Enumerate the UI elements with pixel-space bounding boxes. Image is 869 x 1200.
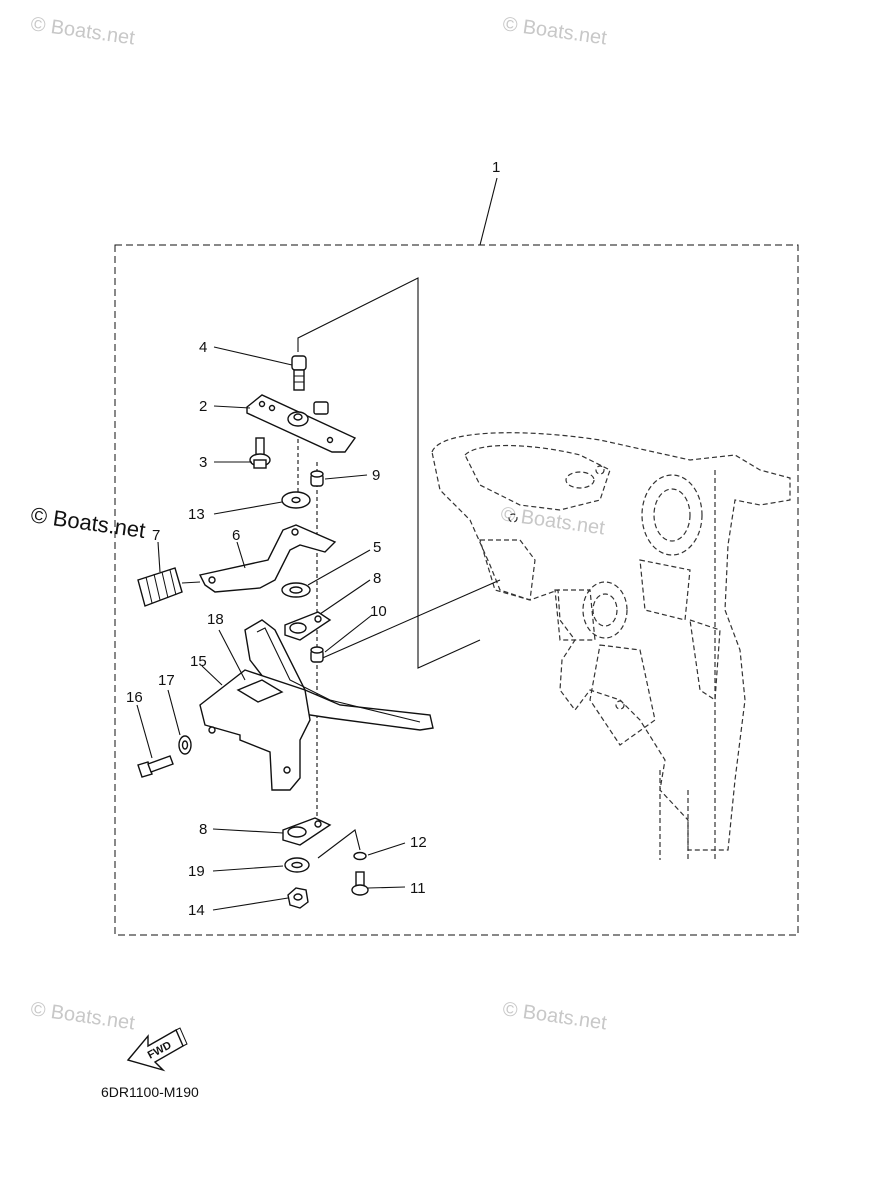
callout-11: 11	[410, 880, 426, 897]
callout-2: 2	[199, 398, 207, 415]
callout-3: 3	[199, 454, 207, 471]
callout-9: 9	[372, 467, 380, 484]
callout-8-lower: 8	[199, 821, 207, 838]
watermark-side: © Boats.net	[29, 502, 147, 543]
swivel-bracket-outline	[431, 432, 791, 860]
part-2-plate	[246, 394, 357, 453]
watermark-top-right: © Boats.net	[501, 13, 608, 49]
callout-5: 5	[373, 539, 381, 556]
watermark-top-left: © Boats.net	[29, 13, 136, 49]
fwd-arrow: FWD	[126, 1027, 188, 1072]
callout-1: 1	[492, 159, 500, 176]
callout-4: 4	[199, 339, 207, 356]
callout-17: 17	[158, 672, 175, 689]
part-4-bolt	[291, 355, 307, 391]
part-11-screw	[351, 871, 369, 896]
part-8-bushing-upper	[284, 611, 332, 641]
part-12-washer	[353, 851, 367, 861]
part-3-screw	[249, 437, 271, 469]
diagram-code: 6DR1100-M190	[101, 1084, 199, 1100]
callout-12: 12	[410, 834, 427, 851]
callout-13: 13	[188, 506, 205, 523]
callout-7: 7	[152, 527, 160, 544]
assembly-frame	[114, 244, 799, 936]
callout-16: 16	[126, 689, 143, 706]
guide-lines	[181, 277, 501, 859]
callout-8-upper: 8	[373, 570, 381, 587]
part-7-grip	[137, 567, 183, 607]
part-14-nut	[287, 887, 309, 909]
part-9-collar	[310, 470, 324, 487]
part-6-lever	[198, 524, 337, 593]
callout-14: 14	[188, 902, 205, 919]
callout-leaders	[136, 346, 406, 911]
part-16-bolt	[137, 755, 174, 778]
part-17-washer	[178, 735, 192, 755]
part-15-bracket	[199, 669, 311, 791]
callout-18: 18	[207, 611, 224, 628]
part-19-washer	[284, 857, 310, 873]
watermark-bottom-right: © Boats.net	[501, 998, 608, 1034]
leader-1	[479, 177, 498, 246]
part-8-bushing-lower	[282, 817, 332, 846]
callout-15: 15	[190, 653, 207, 670]
watermark-bottom-left: © Boats.net	[29, 998, 136, 1034]
part-5-washer	[281, 582, 311, 598]
part-13-washer	[281, 491, 311, 509]
callout-6: 6	[232, 527, 240, 544]
callout-19: 19	[188, 863, 205, 880]
callout-10: 10	[370, 603, 387, 620]
part-10-collar	[310, 646, 324, 663]
